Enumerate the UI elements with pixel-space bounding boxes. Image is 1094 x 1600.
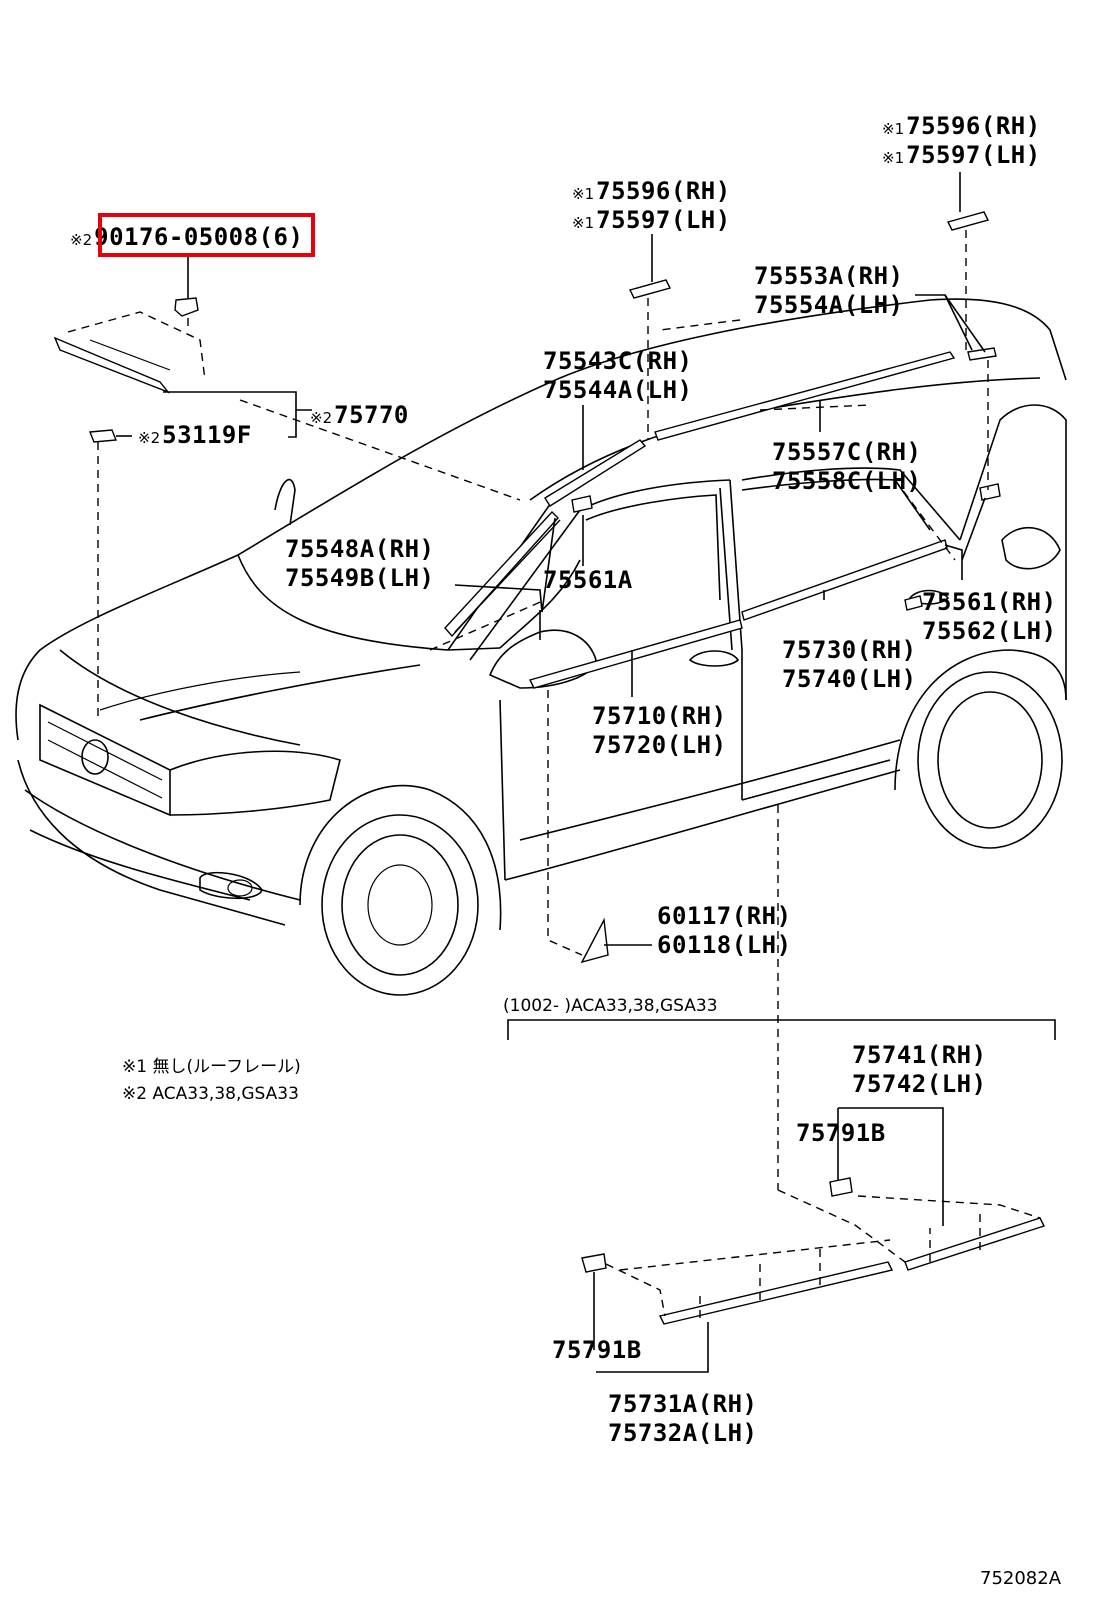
- part-number: 75596(RH): [906, 112, 1041, 140]
- grommet-part: [89, 429, 117, 443]
- callout-clip-90176[interactable]: ※290176-05008(6): [70, 223, 303, 255]
- clip-90176-part: [174, 297, 199, 317]
- part-number: 75770: [334, 401, 409, 429]
- part-number: 75561A: [543, 566, 633, 594]
- callout-roof-side[interactable]: 75557C(RH) 75558C(LH): [772, 438, 922, 496]
- vehicle-body-outline: [15, 298, 1067, 996]
- note-mark-1: ※1: [882, 120, 905, 138]
- callout-roof-top-rh[interactable]: ※175596(RH): [882, 112, 1041, 144]
- note-text: ACA33,38,GSA33: [152, 1084, 299, 1104]
- part-number: 75557C(RH): [772, 438, 922, 466]
- callout-clip-front[interactable]: 75561A: [543, 566, 633, 595]
- dashed-reference-lines: [97, 230, 1041, 1318]
- range-note: (1002- )ACA33,38,GSA33: [503, 996, 718, 1016]
- callout-windshield-side[interactable]: 75548A(RH) 75549B(LH): [285, 535, 435, 593]
- part-number: 75730(RH): [782, 636, 917, 664]
- callout-front-door[interactable]: 75710(RH) 75720(LH): [592, 702, 727, 760]
- part-number: 75597(LH): [906, 141, 1041, 169]
- part-number: 75553A(RH): [754, 262, 904, 290]
- part-number: 53119F: [162, 421, 252, 449]
- callout-windshield-upper[interactable]: 75543C(RH) 75544A(LH): [543, 347, 693, 405]
- note-mark: ※2: [122, 1084, 148, 1104]
- part-number: 75544A(LH): [543, 376, 693, 404]
- part-number: 75742(LH): [852, 1070, 987, 1098]
- part-number: 75596(RH): [596, 177, 731, 205]
- part-number: 75549B(LH): [285, 564, 435, 592]
- part-number: 75548A(RH): [285, 535, 435, 563]
- part-number: 75543C(RH): [543, 347, 693, 375]
- callout-cover-6011x[interactable]: 60117(RH) 60118(LH): [657, 902, 792, 960]
- note-mark-1: ※1: [882, 149, 905, 167]
- note-mark-2: ※2: [70, 231, 93, 249]
- note-mark: ※1: [122, 1057, 148, 1077]
- part-number: 75561(RH): [922, 588, 1057, 616]
- note-mark-2: ※2: [310, 409, 333, 427]
- highlight-box: [98, 213, 315, 257]
- callout-roof-top-lh[interactable]: ※175597(LH): [882, 141, 1041, 173]
- part-number: 75562(LH): [922, 617, 1057, 645]
- part-number: 75740(LH): [782, 665, 917, 693]
- diagram-code: 752082A: [980, 1568, 1062, 1589]
- note-mark-2: ※2: [138, 429, 161, 447]
- part-number: 75720(LH): [592, 731, 727, 759]
- part-number: 75741(RH): [852, 1041, 987, 1069]
- callout-roof-drip[interactable]: 75553A(RH) 75554A(LH): [754, 262, 904, 320]
- note-mark-1: ※1: [572, 214, 595, 232]
- callout-front-lower[interactable]: 75731A(RH) 75732A(LH): [608, 1390, 758, 1448]
- part-number: 75732A(LH): [608, 1419, 758, 1447]
- part-number: 60117(RH): [657, 902, 792, 930]
- callout-clip-rear[interactable]: 75561(RH) 75562(LH): [922, 588, 1057, 646]
- callout-grommet-53119[interactable]: ※253119F: [138, 421, 252, 453]
- note-mark-1: ※1: [572, 185, 595, 203]
- callout-rear-door[interactable]: 75730(RH) 75740(LH): [782, 636, 917, 694]
- part-number: 75791B: [796, 1119, 886, 1147]
- note-1: ※1 無し(ルーフレール): [122, 1054, 301, 1081]
- part-number: 60118(LH): [657, 931, 792, 959]
- callout-hood-molding[interactable]: ※275770: [310, 401, 409, 433]
- callout-rear-lower[interactable]: 75741(RH) 75742(LH): [852, 1041, 987, 1099]
- part-number: 90176-05008(6): [94, 223, 304, 251]
- part-number: 75710(RH): [592, 702, 727, 730]
- callout-clip-lower-75791[interactable]: 75791B: [552, 1336, 642, 1365]
- note-2: ※2 ACA33,38,GSA33: [122, 1081, 299, 1108]
- callout-clip-upper-75791[interactable]: 75791B: [796, 1119, 886, 1148]
- parts-shapes: [53, 211, 1045, 1325]
- note-text: 無し(ルーフレール): [152, 1057, 301, 1077]
- part-number: 75554A(LH): [754, 291, 904, 319]
- part-number: 75558C(LH): [772, 467, 922, 495]
- part-number: 75597(LH): [596, 206, 731, 234]
- part-number: 75731A(RH): [608, 1390, 758, 1418]
- callout-roof-mid-rh[interactable]: ※175596(RH): [572, 177, 731, 209]
- part-number: 75791B: [552, 1336, 642, 1364]
- hood-molding-part: [53, 336, 171, 394]
- callout-roof-mid-lh[interactable]: ※175597(LH): [572, 206, 731, 238]
- leader-lines: [116, 172, 1056, 1373]
